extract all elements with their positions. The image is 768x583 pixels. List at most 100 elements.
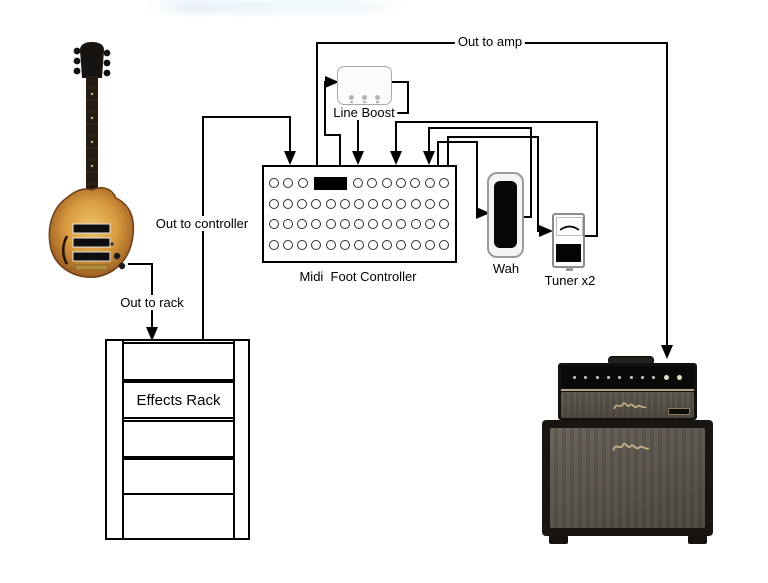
controller-button <box>297 198 308 209</box>
amp-cabinet <box>542 420 713 536</box>
controller-button <box>396 198 407 209</box>
controller-button <box>339 198 350 209</box>
controller-button <box>367 178 378 189</box>
amp-cab-grille <box>550 428 705 528</box>
line-boost-label: Line Boost <box>330 105 398 120</box>
tuner-needle-arc <box>559 225 580 231</box>
controller-button <box>269 239 279 250</box>
controller-button <box>396 219 407 230</box>
guitar-bridge <box>74 264 109 271</box>
amp-trim <box>561 389 694 391</box>
cropped-artifact <box>148 0 408 14</box>
amp-foot <box>549 535 568 544</box>
out-to-controller-label: Out to controller <box>152 216 252 231</box>
guitar-neck <box>86 76 98 198</box>
wah-treadle <box>494 181 517 248</box>
controller-button <box>424 198 435 209</box>
wah-pedal <box>487 172 524 258</box>
controller-button <box>368 239 379 250</box>
controller-button <box>297 239 308 250</box>
controller-button <box>410 178 421 189</box>
controller-button <box>353 178 364 189</box>
connector-controller-to-lineboost <box>324 76 341 165</box>
controller-button <box>297 219 308 230</box>
controller-button <box>368 198 379 209</box>
controller-button <box>424 219 435 230</box>
amp-cab-logo-icon <box>612 442 650 451</box>
controller-button <box>339 239 350 250</box>
midi-foot-controller-label: Midi Foot Controller <box>296 269 420 284</box>
controller-button <box>424 178 435 189</box>
controller-button <box>283 219 294 230</box>
tuner-meter <box>556 217 583 236</box>
amp-head-grille <box>561 392 694 418</box>
guitar-image <box>48 42 135 278</box>
effects-rack: Effects Rack <box>105 339 250 540</box>
controller-button <box>381 178 392 189</box>
connector-controller-to-wah <box>437 141 490 219</box>
controller-button <box>311 239 322 250</box>
controller-button <box>382 198 393 209</box>
knob-icon <box>375 95 380 103</box>
amp-head <box>558 363 697 420</box>
connector-tuner-to-controller <box>390 121 598 237</box>
controller-button <box>353 198 364 209</box>
guitar-headstock <box>80 42 104 78</box>
controller-button <box>368 219 379 230</box>
controller-button <box>438 198 449 209</box>
effects-rack-label: Effects Rack <box>136 391 221 409</box>
out-to-rack-label: Out to rack <box>117 295 187 310</box>
controller-button <box>325 239 336 250</box>
guitar-pickups <box>72 223 111 262</box>
controller-button <box>283 178 294 189</box>
amp-control-panel <box>561 366 694 388</box>
wah-label: Wah <box>489 261 523 276</box>
midi-foot-controller <box>262 165 457 263</box>
controller-button <box>339 219 350 230</box>
rack-unit <box>122 342 235 381</box>
guitar-f-hole <box>62 235 69 265</box>
controller-button <box>382 239 393 250</box>
rack-unit <box>122 420 235 458</box>
controller-button <box>396 178 407 189</box>
amp-model-badge <box>668 408 690 415</box>
controller-button-row <box>269 198 449 210</box>
rack-unit: Effects Rack <box>122 381 235 419</box>
controller-button <box>269 178 279 189</box>
controller-button <box>283 239 294 250</box>
tuner-screen <box>556 244 581 262</box>
controller-button <box>438 178 449 189</box>
amp-logo-icon <box>613 402 647 410</box>
controller-button <box>396 239 407 250</box>
line-boost-pedal <box>337 66 392 105</box>
controller-button <box>283 198 294 209</box>
out-to-amp-label: Out to amp <box>454 34 526 49</box>
controller-button <box>353 219 364 230</box>
controller-button <box>410 219 421 230</box>
knob-icon <box>362 95 367 103</box>
knob-icon <box>349 95 354 103</box>
controller-button <box>410 239 421 250</box>
connector-controller-to-tuner <box>447 136 553 237</box>
controller-display <box>313 176 347 190</box>
controller-button-row <box>269 218 449 230</box>
controller-button-row <box>269 176 449 190</box>
controller-button <box>353 239 364 250</box>
controller-button-row <box>269 239 449 251</box>
controller-button <box>311 219 322 230</box>
controller-button <box>269 198 279 209</box>
rack-unit <box>122 458 235 495</box>
amp-foot <box>688 535 707 544</box>
tuner-pedal <box>552 213 585 271</box>
controller-button <box>410 198 421 209</box>
tuner-footswitch <box>566 267 573 271</box>
controller-button <box>438 239 449 250</box>
controller-button <box>269 219 279 230</box>
controller-button <box>325 219 336 230</box>
controller-button <box>424 239 435 250</box>
controller-button <box>438 219 449 230</box>
controller-button <box>297 178 308 189</box>
controller-button <box>311 198 322 209</box>
controller-button <box>325 198 336 209</box>
